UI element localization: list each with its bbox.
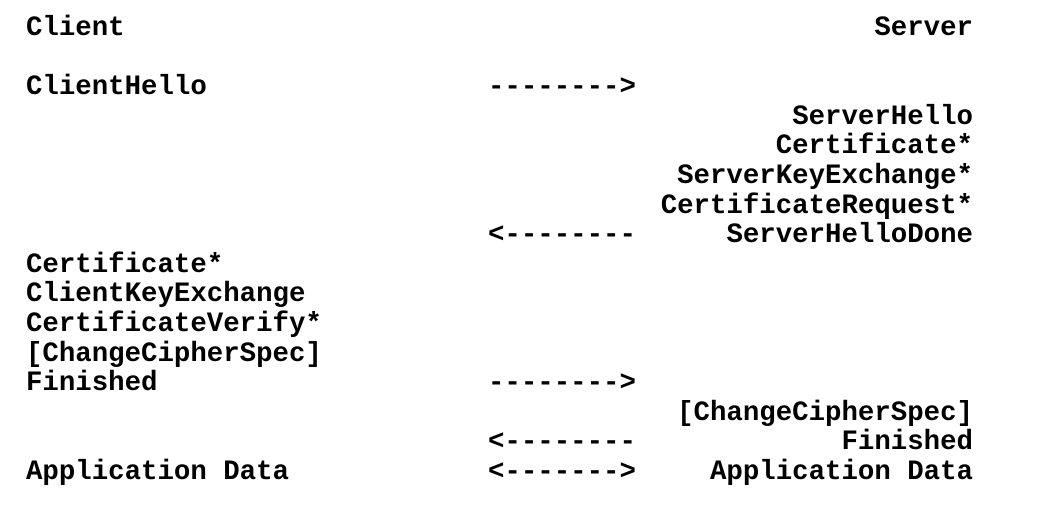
message-direction-arrow: <-------> (488, 456, 636, 488)
server-message: Certificate* (775, 131, 973, 163)
diagram-row: Certificate* (0, 132, 1056, 162)
diagram-row: <-------- ServerHelloDone (0, 221, 1056, 251)
server-message: Application Data (710, 456, 973, 488)
diagram-row (0, 44, 1056, 74)
diagram-row: ClientKeyExchange (0, 280, 1056, 310)
server-message: Finished (841, 427, 974, 459)
client-message: Certificate* (26, 249, 224, 281)
message-direction-arrow: --------> (488, 72, 636, 104)
server-message: Server (874, 13, 973, 44)
client-message: ClientHello (26, 72, 207, 104)
message-direction-arrow: <-------- (488, 220, 636, 252)
server-message: ServerHelloDone (726, 220, 973, 252)
server-message: ServerHello (792, 101, 973, 133)
diagram-row: Client Server (0, 14, 1056, 44)
server-message: [ChangeCipherSpec] (677, 397, 973, 429)
server-message: ServerKeyExchange* (677, 160, 973, 192)
diagram-row: ClientHello --------> (0, 73, 1056, 103)
diagram-row: [ChangeCipherSpec] (0, 338, 1056, 370)
diagram-row: [ChangeCipherSpec] (0, 399, 1056, 429)
diagram-row: ServerKeyExchange* (0, 162, 1056, 192)
diagram-row: Certificate* (0, 251, 1056, 281)
message-direction-arrow: <-------- (488, 427, 636, 459)
message-direction-arrow: --------> (488, 368, 636, 400)
client-message: Client (26, 13, 125, 44)
server-message: CertificateRequest* (660, 190, 973, 222)
diagram-row: CertificateVerify* (0, 310, 1056, 340)
client-message: CertificateVerify* (26, 308, 322, 340)
client-message: [ChangeCipherSpec] (26, 338, 322, 370)
client-message: Finished (26, 368, 158, 400)
diagram-rows: Client Server ClientHello --------> Serv… (0, 14, 1056, 488)
diagram-row: Finished --------> (0, 369, 1056, 399)
diagram-row: Application Data <-------> Application D… (0, 458, 1056, 488)
diagram-row: CertificateRequest* (0, 190, 1056, 222)
client-message: Application Data (26, 456, 289, 488)
diagram-row: <-------- Finished (0, 428, 1056, 458)
diagram-row: ServerHello (0, 103, 1056, 133)
client-message: ClientKeyExchange (26, 279, 306, 311)
